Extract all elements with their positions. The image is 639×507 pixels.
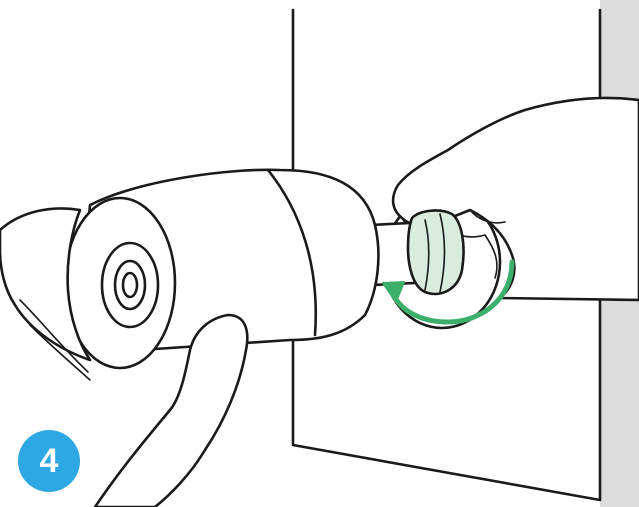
camera-lens-inner <box>121 271 139 299</box>
hand-left-front <box>93 313 249 507</box>
mount-locking-band <box>406 209 465 296</box>
counterclockwise-arrow-icon <box>382 259 515 325</box>
step-number-badge: 4 <box>18 430 80 492</box>
hand-left-back <box>0 207 92 362</box>
hand-left-back-fingers <box>19 299 91 381</box>
hand-right <box>391 96 639 302</box>
rotation-arrow-arc <box>392 259 515 325</box>
camera-seam <box>266 168 317 337</box>
band-thread-lines <box>424 213 446 293</box>
rotation-arrow-head <box>382 281 405 303</box>
